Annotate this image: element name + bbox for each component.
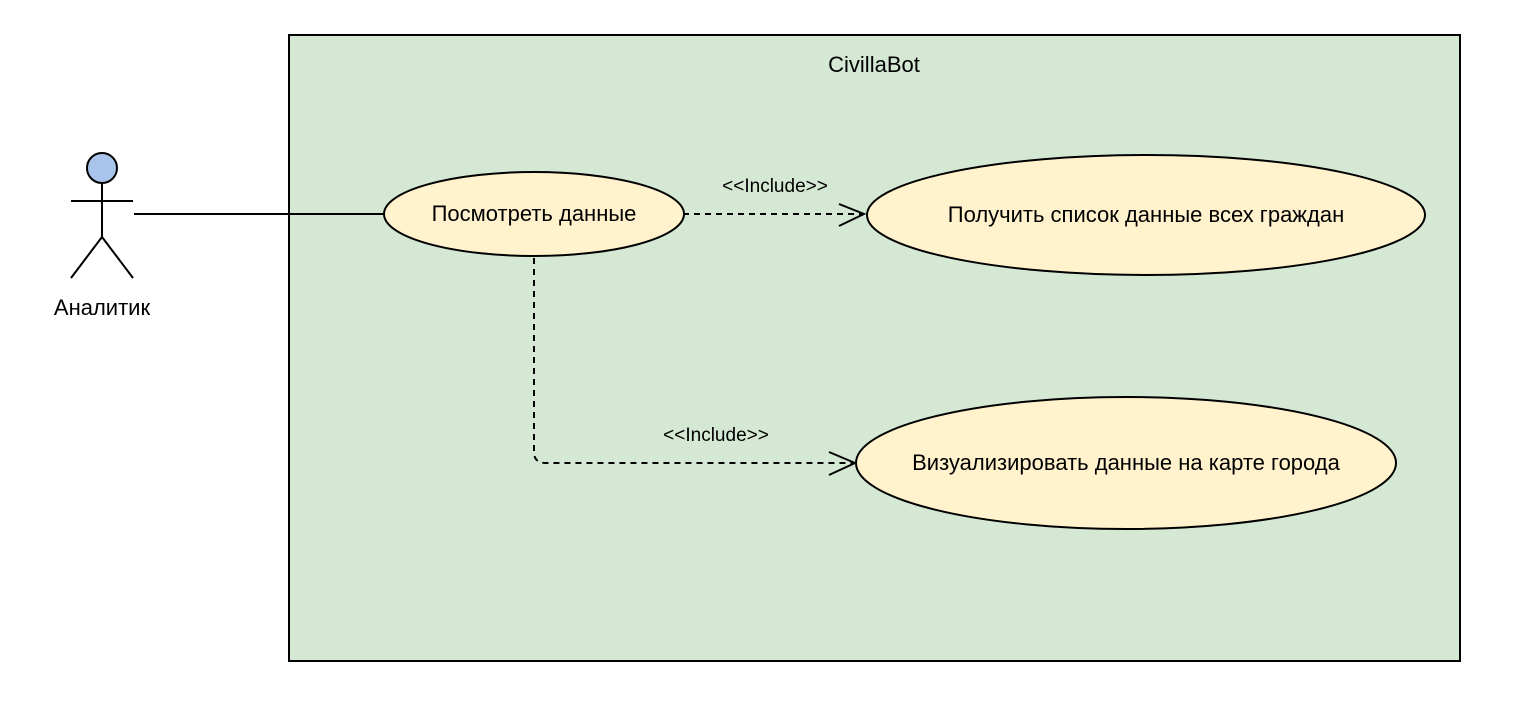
actor-head [86, 152, 118, 184]
use-case-map-label: Визуализировать данные на карте города [912, 450, 1341, 475]
use-case-view-label: Посмотреть данные [432, 201, 637, 226]
use-case-map [855, 396, 1397, 530]
actor-label: Аналитик [54, 295, 151, 320]
actor-right-leg [101, 236, 134, 279]
use-case-list [866, 154, 1426, 276]
system-title: CivillaBot [828, 52, 920, 77]
include-arrowhead-list [838, 203, 867, 227]
include-line-map [533, 258, 853, 464]
include-label-map: <<Include>> [663, 425, 769, 446]
actor-left-leg [70, 236, 103, 279]
actor-figure [70, 152, 134, 279]
include-label-list: <<Include>> [722, 176, 828, 197]
use-case-view [383, 171, 685, 257]
system-boundary [288, 34, 1461, 662]
use-case-list-label: Получить список данные всех граждан [948, 202, 1345, 227]
